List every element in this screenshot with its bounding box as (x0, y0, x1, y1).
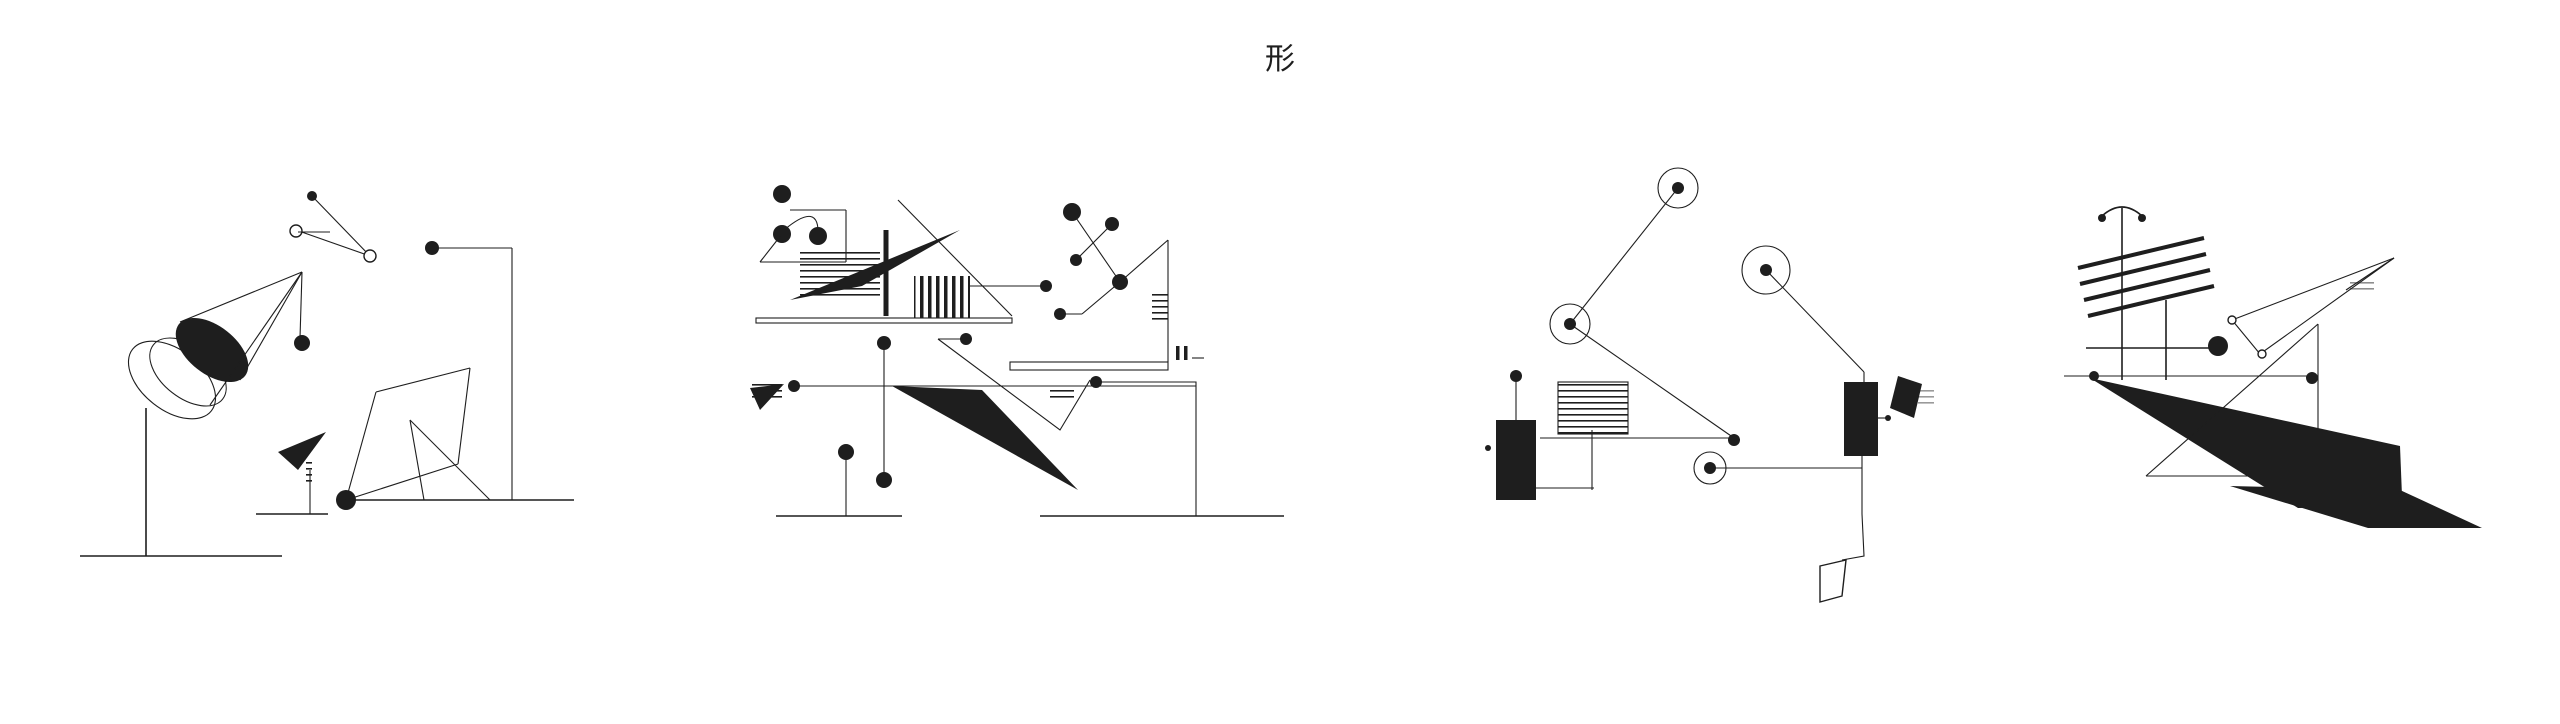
composition-2 (750, 185, 1284, 517)
composition-1 (80, 191, 574, 557)
composition-3 (1485, 167, 1934, 603)
composition-4 (2064, 206, 2482, 528)
page-title: 形 (1265, 42, 1295, 77)
